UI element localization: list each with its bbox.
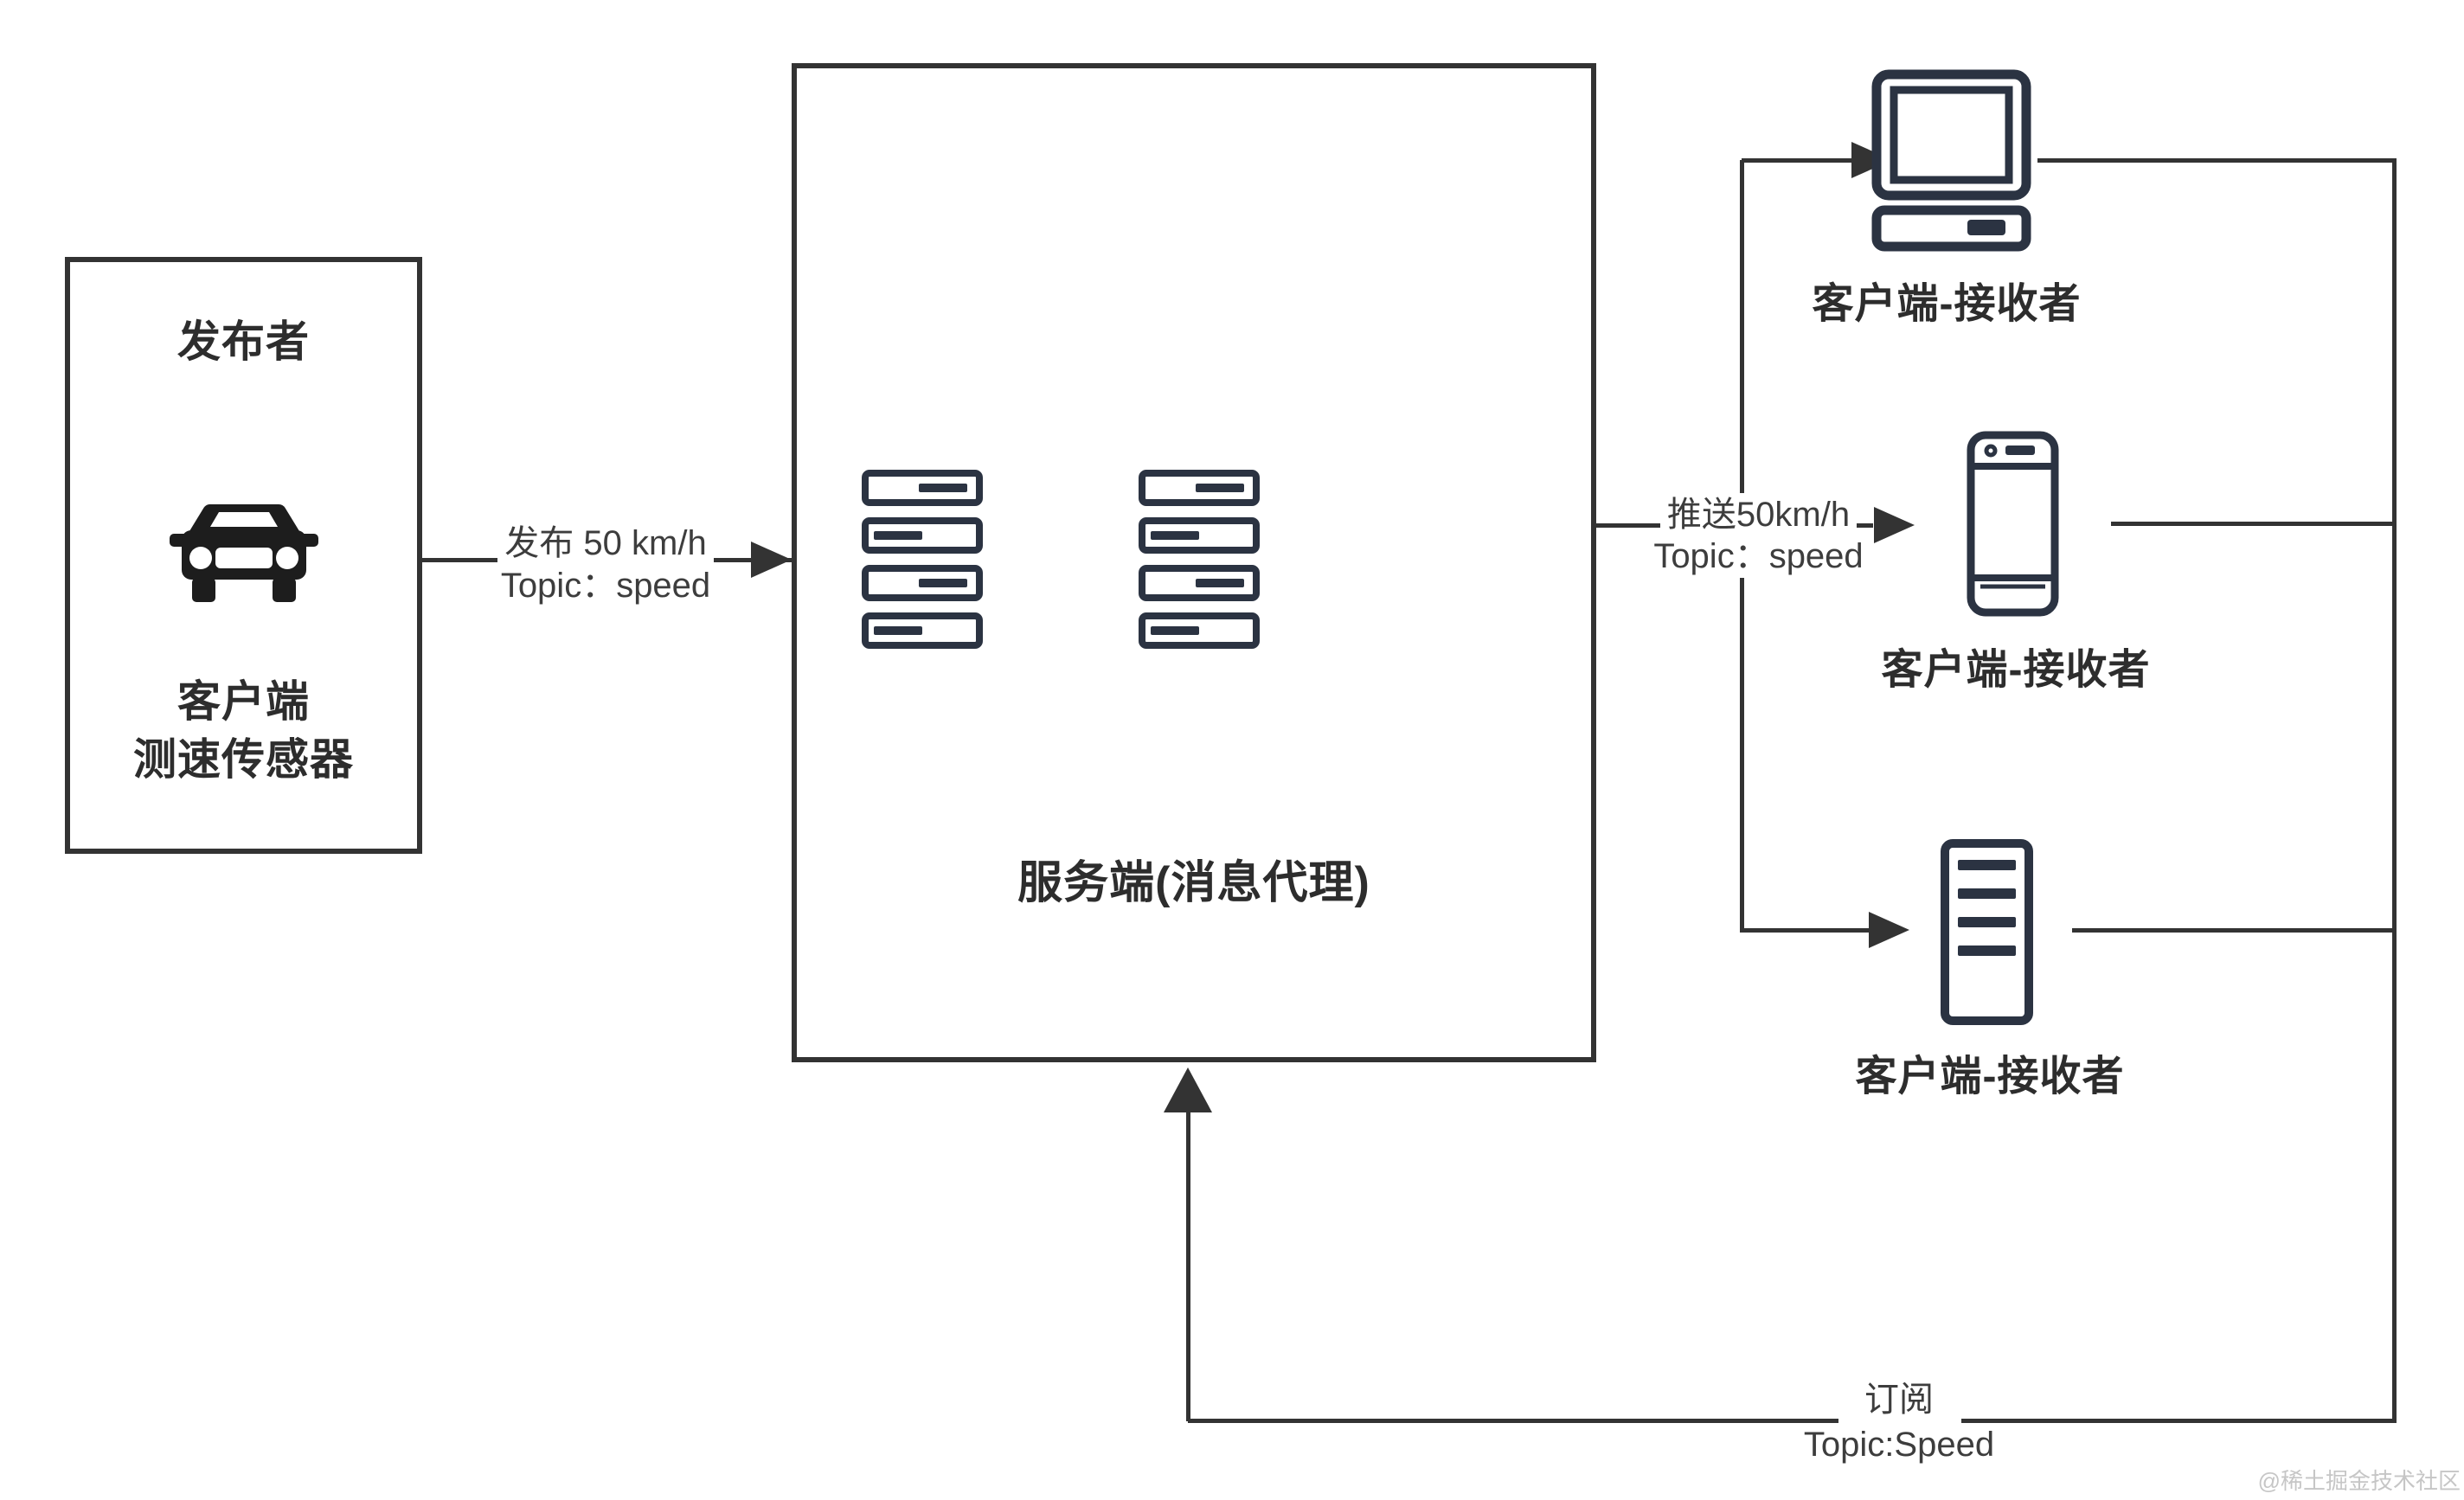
broker-title: 服务端(消息代理) xyxy=(1017,858,1370,908)
broker-box: 服务端(消息代理) xyxy=(792,63,1596,1062)
publisher-title: 发布者 xyxy=(177,317,310,366)
push-annotation-line2: Topic：speed xyxy=(1609,535,1908,578)
computer-branch-line xyxy=(1742,158,1851,163)
publisher-box: 发布者 客户端 测速传感器 xyxy=(65,257,422,854)
push-arrowhead-icon xyxy=(1874,507,1915,543)
desktop-computer-icon xyxy=(1871,69,2031,252)
car-icon xyxy=(170,504,318,602)
subscribe-arrowhead-icon xyxy=(1164,1067,1212,1112)
subscribe-up-line xyxy=(1186,1109,1190,1421)
tower-to-rail-line xyxy=(2072,928,2397,933)
tower-branch-line xyxy=(1742,928,1869,933)
publish-annotation-line2: Topic：speed xyxy=(437,564,774,607)
server-stack-icon xyxy=(1139,470,1260,649)
computer-to-rail-line xyxy=(2037,158,2397,163)
receiver-computer-label: 客户端-接收者 xyxy=(1812,281,2082,327)
push-annotation-line1: 推送50km/h xyxy=(1609,493,1908,536)
watermark-text: @稀土掘金技术社区 xyxy=(2257,1468,2461,1494)
publisher-sensor-label: 测速传感器 xyxy=(133,735,354,784)
tower-server-icon xyxy=(1941,839,2033,1025)
phone-to-rail-line xyxy=(2111,522,2397,526)
server-stack-icon xyxy=(862,470,983,649)
subscribe-bottom-line xyxy=(1188,1419,2397,1423)
publish-arrowhead-icon xyxy=(751,542,792,578)
receiver-phone-label: 客户端-接收者 xyxy=(1881,647,2151,693)
subscribe-annotation-line2: Topic:Speed xyxy=(1748,1423,2050,1466)
receiver-tower-label: 客户端-接收者 xyxy=(1855,1054,2125,1099)
subscribe-rail-line xyxy=(2392,158,2397,1423)
smartphone-icon xyxy=(1967,431,2059,617)
tower-arrowhead-icon xyxy=(1869,912,1909,948)
subscribe-annotation-line1: 订阅 xyxy=(1748,1378,2050,1421)
publisher-client-label: 客户端 xyxy=(177,677,310,726)
publish-annotation-line1: 发布 50 km/h xyxy=(437,522,774,565)
